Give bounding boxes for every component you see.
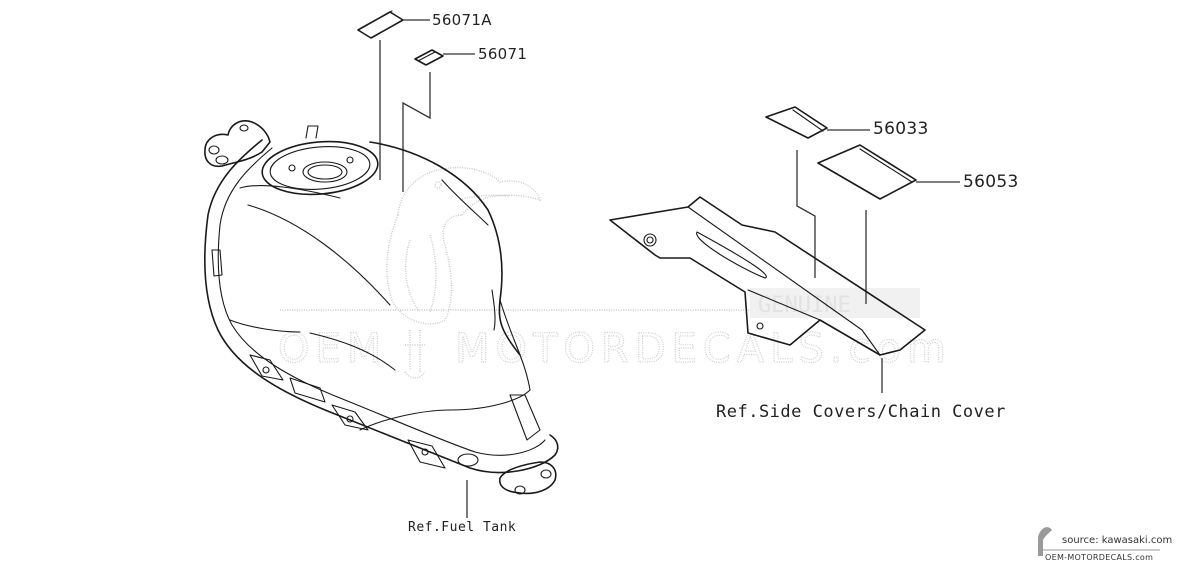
chain-cover[interactable] [609,196,926,356]
decal-56033[interactable] [765,106,870,139]
watermark-text-2: MOTORDECALS.com [455,326,952,372]
tank-mount-slots [249,354,479,469]
source-credit: source: kawasaki.com [1062,535,1173,546]
watermark: OEM MOTORDECALS.com GENUINE [277,166,952,379]
fuel-tank[interactable] [204,120,559,495]
decal-56071a[interactable] [357,10,430,39]
part-label-56071[interactable]: 56071 [478,45,528,63]
leader-56071 [402,72,431,192]
part-label-56071a[interactable]: 56071A [432,11,492,29]
decal-56053[interactable] [817,144,960,200]
leader-56033 [796,150,816,278]
part-label-56053[interactable]: 56053 [963,172,1019,192]
ref-label-side-covers: Ref.Side Covers/Chain Cover [716,402,1006,422]
ref-label-fuel-tank: Ref.Fuel Tank [408,520,517,535]
decal-56071[interactable] [414,49,475,66]
credit-logo-icon [1038,527,1160,556]
toucan-bird-icon [386,166,542,379]
part-label-56033[interactable]: 56033 [873,119,929,139]
site-credit: OEM-MOTORDECALS.com [1045,553,1154,562]
genuine-badge: GENUINE [758,293,851,318]
watermark-text: OEM [278,326,387,372]
